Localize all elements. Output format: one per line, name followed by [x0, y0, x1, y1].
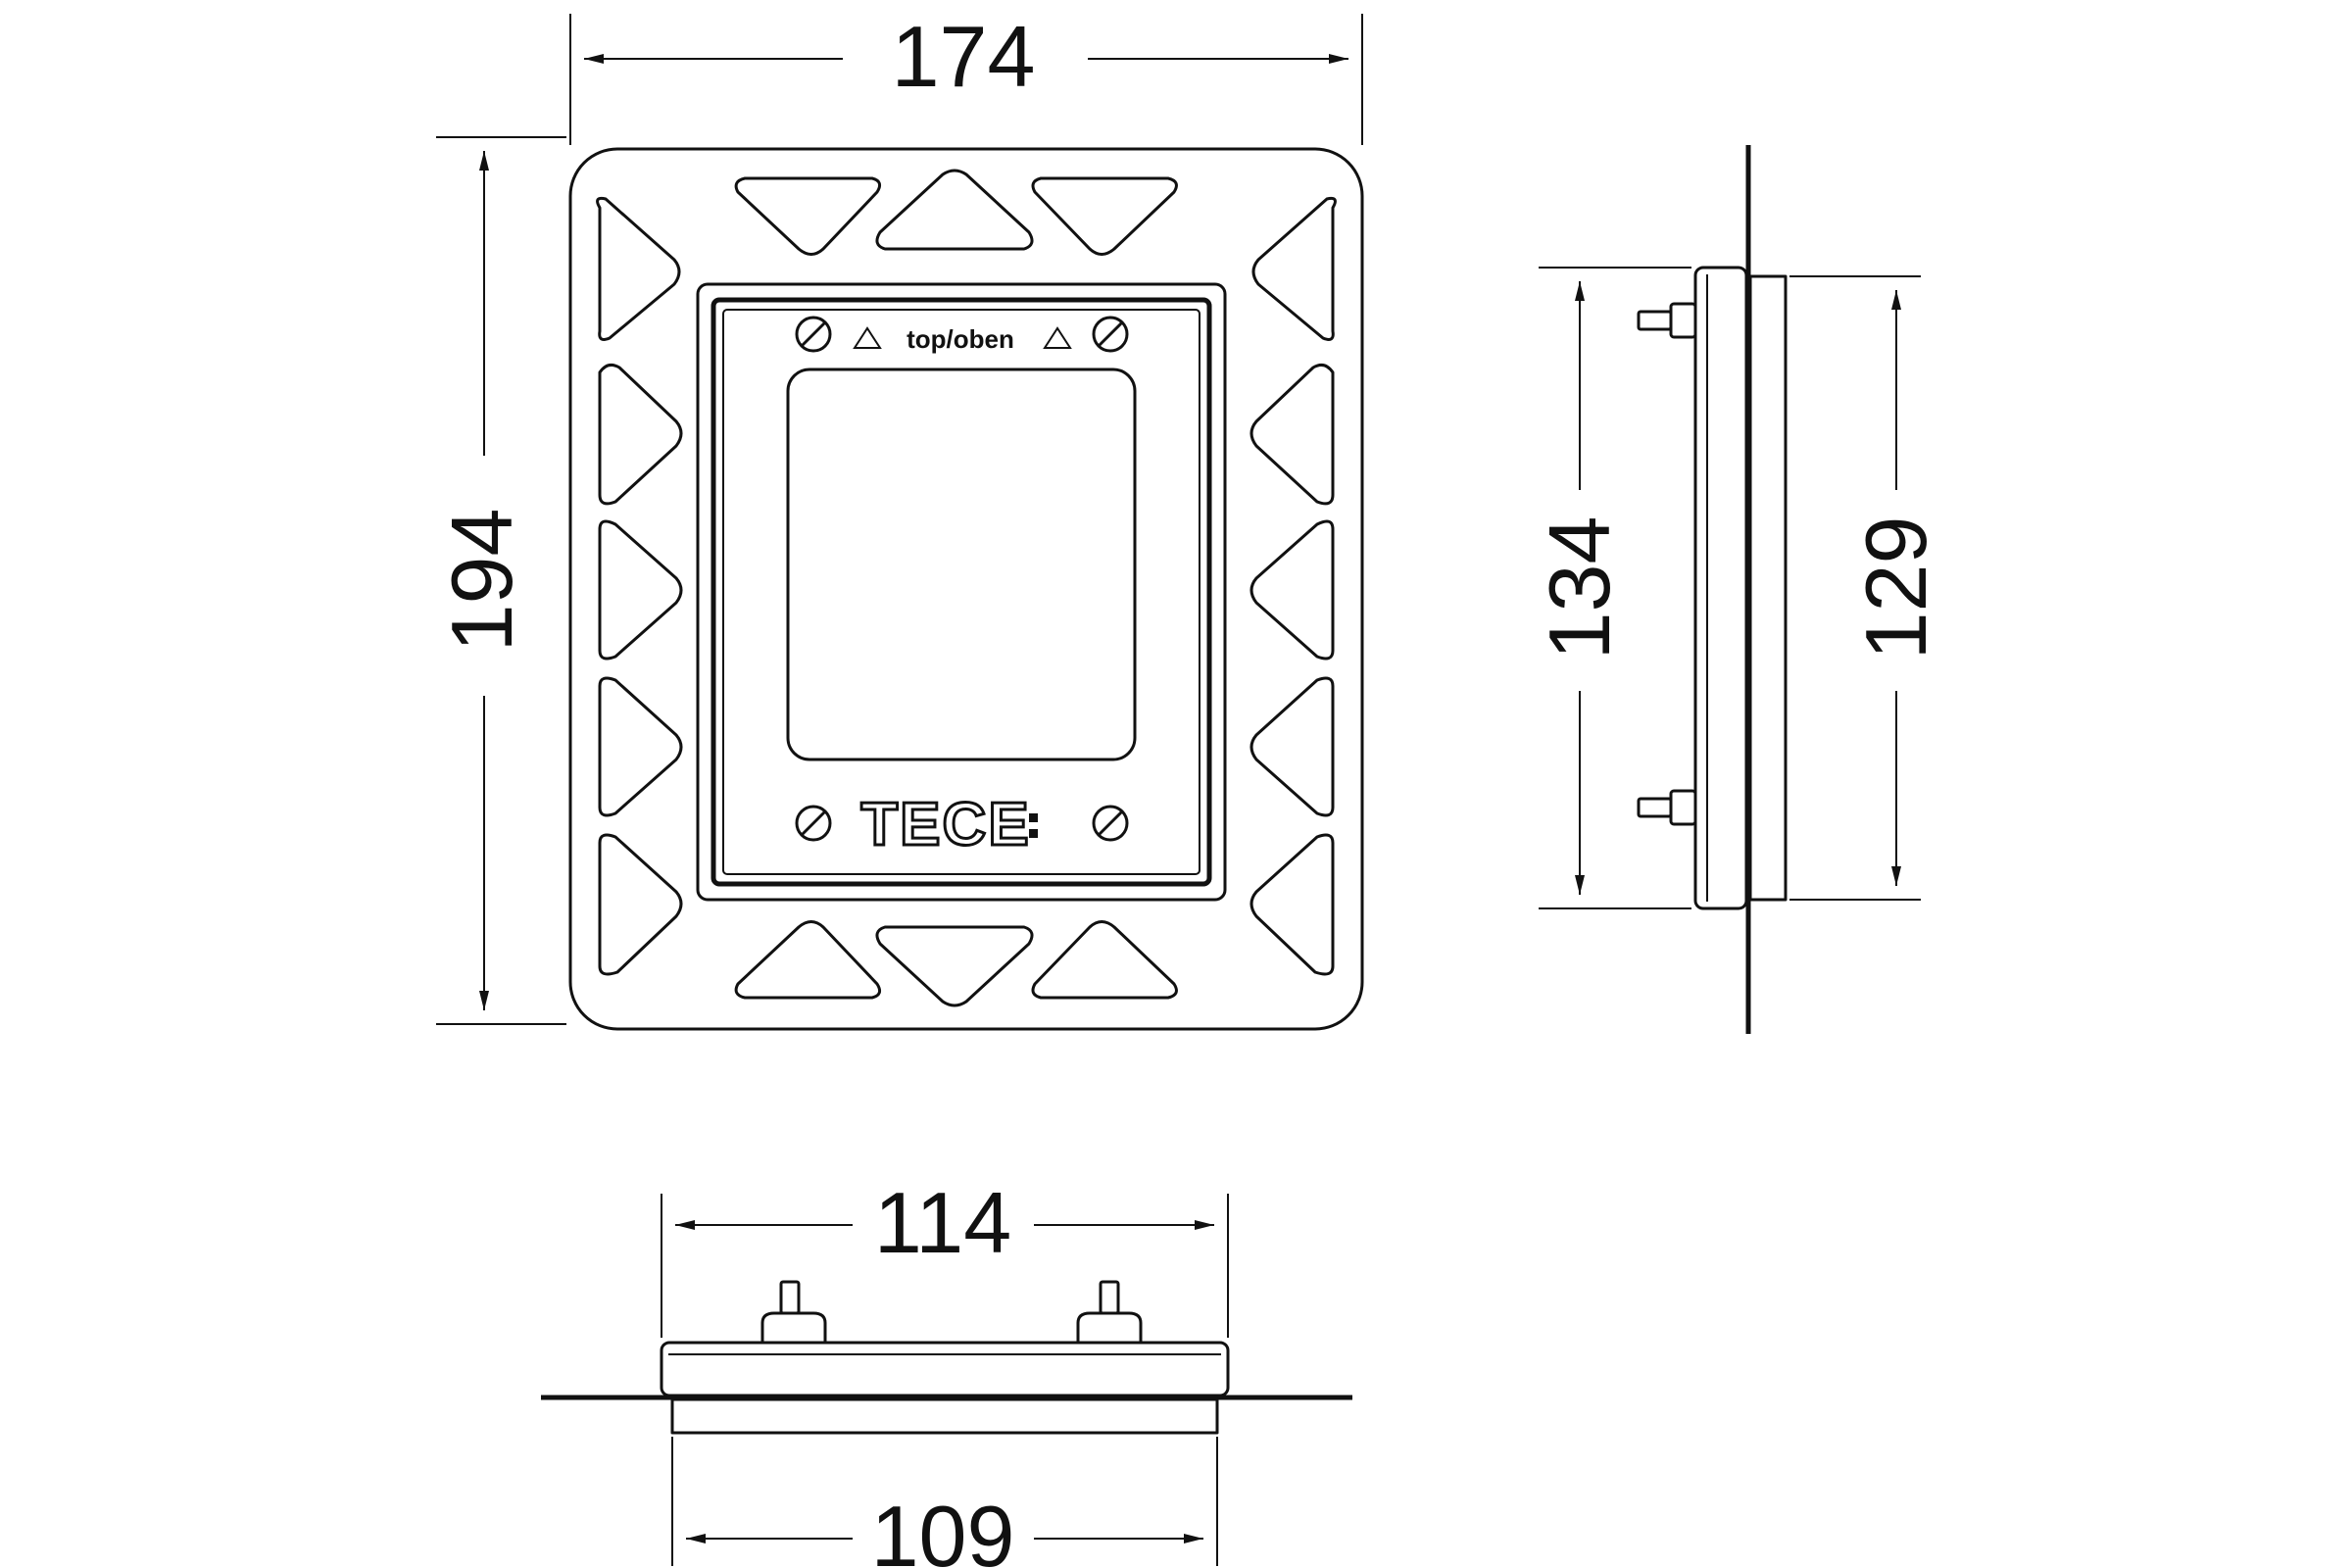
- up-triangle-icon: [853, 326, 882, 349]
- dimension-side-inner: 129: [1789, 275, 1944, 901]
- dimension-front-width: 174: [569, 8, 1363, 145]
- screw-icon: [1092, 805, 1129, 842]
- outer-frame: [568, 147, 1364, 1031]
- dimension-label: 194: [433, 509, 530, 653]
- dimension-label: 134: [1531, 516, 1628, 661]
- dimension-label: 114: [874, 1174, 1011, 1271]
- bottom-view: 114 109: [541, 1174, 1352, 1568]
- dimension-label: 129: [1847, 516, 1944, 661]
- brand-dots: [1029, 813, 1038, 838]
- orientation-label: top/oben: [906, 324, 1014, 354]
- dimension-front-height: 194: [433, 136, 566, 1025]
- screw-icon: [1092, 316, 1129, 353]
- dimension-bottom: 109: [671, 1437, 1218, 1568]
- dimension-label: 109: [871, 1488, 1015, 1568]
- brand-logo: TECE: [860, 791, 1030, 858]
- top-cutouts: [734, 169, 1178, 256]
- pin-icon: [1637, 302, 1697, 339]
- screw-icon: [795, 805, 832, 842]
- side-view: 134 129: [1531, 145, 1944, 1034]
- inner-plate-outer: [696, 282, 1227, 902]
- inner-plate-frame: [710, 297, 1212, 887]
- front-view: top/oben TECE 174 194: [433, 8, 1364, 1031]
- left-cutouts: [596, 196, 683, 976]
- bottom-cutouts: [734, 920, 1178, 1007]
- right-cutouts: [1250, 196, 1337, 976]
- dimension-bottom-top: 114: [661, 1174, 1229, 1338]
- pin-icon: [760, 1280, 827, 1343]
- bottom-box: [660, 1341, 1230, 1397]
- screw-icon: [795, 316, 832, 353]
- dimension-label: 174: [892, 8, 1036, 105]
- pin-icon: [1637, 789, 1697, 826]
- side-inner: [1748, 274, 1788, 902]
- side-box: [1693, 266, 1748, 910]
- up-triangle-icon: [1043, 326, 1072, 349]
- inner-plate-frame2: [722, 309, 1200, 875]
- dimension-side-outer: 134: [1531, 267, 1691, 909]
- pin-icon: [1076, 1280, 1143, 1343]
- display-window: [786, 368, 1137, 761]
- bottom-inner: [670, 1397, 1219, 1435]
